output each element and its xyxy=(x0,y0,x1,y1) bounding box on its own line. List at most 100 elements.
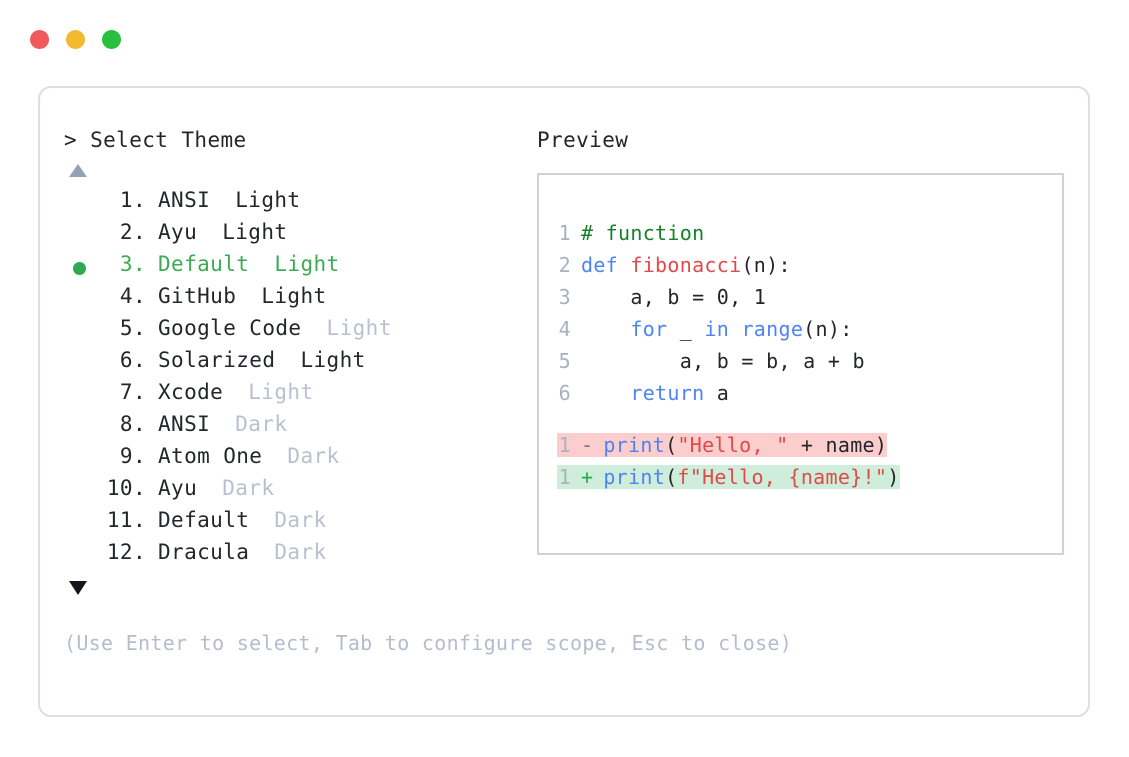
theme-item-name: Google Code xyxy=(158,316,302,340)
theme-list-item[interactable]: 11. Default Dark xyxy=(64,508,534,540)
theme-list-item[interactable]: 3.Default Light xyxy=(64,252,534,284)
help-text: (Use Enter to select, Tab to configure s… xyxy=(64,631,793,655)
scroll-down-icon[interactable] xyxy=(69,581,87,595)
theme-item-index: 11. xyxy=(106,508,146,532)
code-token: return xyxy=(630,381,705,405)
theme-item-variant: Light xyxy=(261,284,327,308)
code-token: ( xyxy=(665,433,678,457)
selected-bullet-icon xyxy=(72,261,86,275)
theme-item-index: 5. xyxy=(119,316,146,340)
code-token xyxy=(581,317,630,341)
theme-item-index: 7. xyxy=(119,380,146,404)
theme-item-variant: Dark xyxy=(274,540,327,564)
theme-item-name: Solarized xyxy=(158,348,276,372)
code-line-text: def fibonacci(n): xyxy=(581,253,791,277)
code-line-text: return a xyxy=(581,381,729,405)
theme-item-spacer xyxy=(209,220,222,244)
code-token: a xyxy=(704,381,730,405)
diff-highlight: 1-print("Hello, " + name) xyxy=(557,433,888,457)
theme-list-item[interactable]: 4. GitHub Light xyxy=(64,284,534,316)
diff-spacer xyxy=(539,413,1062,433)
diff-highlight: 1+print(f"Hello, {name}!") xyxy=(557,465,900,489)
theme-list-item[interactable]: 1.ANSI Light xyxy=(64,188,534,220)
code-token: ) xyxy=(887,465,900,489)
theme-list-item[interactable]: 7. Xcode Light xyxy=(64,380,534,412)
theme-item-index: 9. xyxy=(119,444,146,468)
theme-item-index: 12. xyxy=(106,540,146,564)
code-token: ( xyxy=(665,465,678,489)
diff-line-text: print(f"Hello, {name}!") xyxy=(603,465,899,489)
code-line: 2 def fibonacci(n): xyxy=(539,253,1062,285)
code-token: for xyxy=(630,317,668,341)
theme-list-item[interactable]: 6.Solarized Light xyxy=(64,348,534,380)
theme-list-item[interactable]: 8.ANSI Dark xyxy=(64,412,534,444)
code-line: 5 a, b = b, a + b xyxy=(539,349,1062,381)
diff-block: 1-print("Hello, " + name) 1+print(f"Hello… xyxy=(539,433,1062,497)
theme-item-index: 4. xyxy=(119,284,146,308)
code-token: f"Hello, {name}!" xyxy=(677,465,888,489)
theme-item-spacer xyxy=(248,284,261,308)
theme-item-spacer xyxy=(313,316,326,340)
theme-item-index: 8. xyxy=(119,412,146,436)
theme-item-index: 2. xyxy=(119,220,146,244)
code-token: fibonacci xyxy=(630,253,742,277)
diff-line-text: print("Hello, " + name) xyxy=(603,433,887,457)
preview-label: Preview xyxy=(537,128,629,152)
theme-item-index: 3. xyxy=(119,252,146,276)
theme-item-variant: Light xyxy=(326,316,392,340)
theme-item-index: 10. xyxy=(106,476,146,500)
code-token: _ xyxy=(667,317,705,341)
diff-line-del: 1-print("Hello, " + name) xyxy=(539,433,1062,465)
theme-item-variant: Light xyxy=(248,380,314,404)
diff-line-number: 1 xyxy=(558,433,571,457)
code-line-text: a, b = 0, 1 xyxy=(581,285,766,309)
theme-list-item[interactable]: 10.Ayu Dark xyxy=(64,476,534,508)
theme-list-item[interactable]: 9.Atom One Dark xyxy=(64,444,534,476)
theme-item-variant: Light xyxy=(274,252,340,276)
line-number: 5 xyxy=(558,349,571,373)
code-token: "Hello, " xyxy=(677,433,789,457)
selection-bullet-slot xyxy=(64,261,94,275)
diff-line-add: 1+print(f"Hello, {name}!") xyxy=(539,465,1062,497)
code-token: in range xyxy=(704,317,804,341)
theme-item-spacer xyxy=(222,188,235,212)
line-number: 3 xyxy=(558,285,571,309)
code-token: print xyxy=(603,433,666,457)
theme-item-name: Atom One xyxy=(158,444,263,468)
theme-item-index: 6. xyxy=(119,348,146,372)
minimize-icon[interactable] xyxy=(66,30,85,49)
theme-item-variant: Light xyxy=(235,188,301,212)
line-number: 4 xyxy=(558,317,571,341)
theme-item-name: Xcode xyxy=(158,380,224,404)
code-token: (n): xyxy=(803,317,853,341)
theme-item-name: Default xyxy=(158,508,250,532)
code-line-text: a, b = b, a + b xyxy=(581,349,865,373)
line-number: 6 xyxy=(558,381,571,405)
code-token: + name) xyxy=(788,433,888,457)
theme-item-variant: Dark xyxy=(235,412,288,436)
theme-list-item[interactable]: 5. Google Code Light xyxy=(64,316,534,348)
close-icon[interactable] xyxy=(30,30,49,49)
theme-list-item[interactable]: 2.Ayu Light xyxy=(64,220,534,252)
theme-item-variant: Dark xyxy=(274,508,327,532)
code-token xyxy=(581,381,630,405)
theme-item-spacer xyxy=(261,252,274,276)
line-number: 2 xyxy=(558,253,571,277)
theme-item-spacer xyxy=(235,380,248,404)
theme-list-item[interactable]: 12.Dracula Dark xyxy=(64,540,534,572)
code-line: 4 for _ in range(n): xyxy=(539,317,1062,349)
theme-item-name: GitHub xyxy=(158,284,237,308)
code-token: a, b = 0, 1 xyxy=(581,285,767,309)
code-token: print xyxy=(603,465,666,489)
theme-item-name: Ayu xyxy=(158,476,198,500)
maximize-icon[interactable] xyxy=(102,30,121,49)
theme-item-spacer xyxy=(209,476,222,500)
scroll-up-icon[interactable] xyxy=(69,164,87,177)
code-token: a, b = b, a + b xyxy=(581,349,865,373)
